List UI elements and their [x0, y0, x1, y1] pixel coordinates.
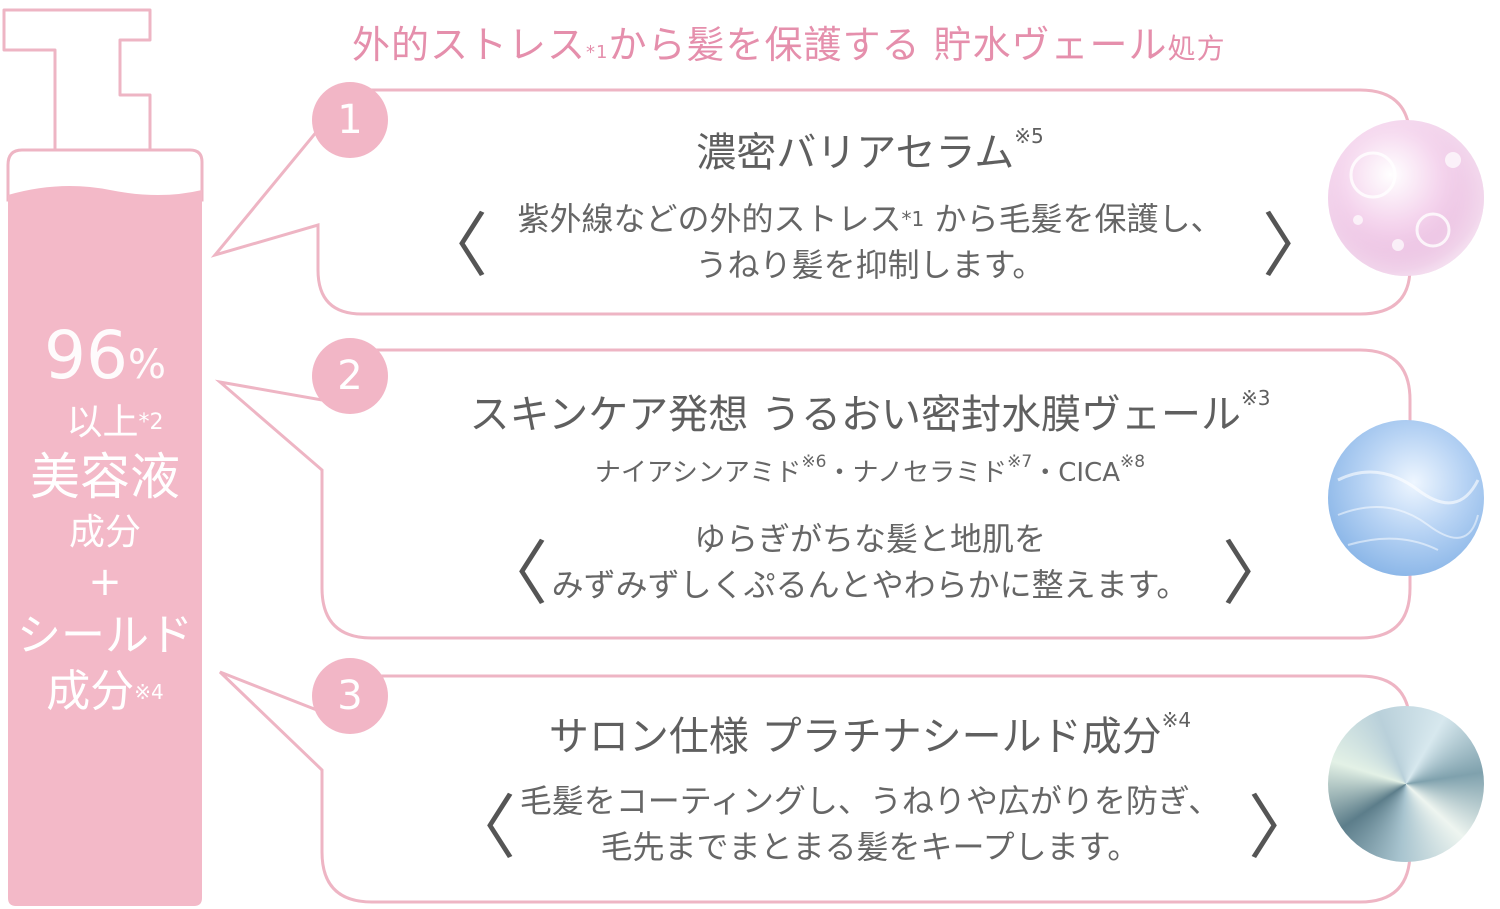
item-2-title-text: スキンケア発想 うるおい密封水膜ヴェール: [469, 392, 1242, 438]
item-2-title: スキンケア発想 うるおい密封水膜ヴェール※3: [380, 382, 1360, 440]
number-badge-1: 1: [312, 82, 388, 158]
item-1-bracket-close: 〉: [1262, 205, 1332, 287]
item-1-desc-text1: 紫外線などの外的ストレス: [517, 200, 902, 238]
item-1-desc-note: *1: [901, 207, 925, 231]
item-1-description-line2: うねり髪を抑制します。: [695, 246, 1045, 284]
bottle-line2-text: 以上: [66, 402, 139, 443]
item-3-title-note: ※4: [1161, 708, 1192, 732]
item-3-description-line2: 毛先までまとまる髪をキープします。: [600, 828, 1140, 866]
headline-part1: 外的ストレス: [352, 23, 587, 67]
bottle-line5: +: [88, 559, 122, 605]
item-1-title-note: ※5: [1014, 124, 1044, 148]
item-2-description: ゆらぎがちな髪と地肌を みずみずしくぷるんとやわらかに整えます。: [470, 516, 1270, 608]
item-1-description-line1: 紫外線などの外的ストレス*1 から毛髪を保護し、: [470, 196, 1270, 242]
item-1-title-text: 濃密バリアセラム: [696, 130, 1015, 176]
ingredient-separator: ・: [1032, 458, 1059, 488]
headline: 外的ストレス*1から髪を保護する 貯水ヴェール処方: [352, 14, 1372, 69]
number-badge-2: 2: [312, 338, 388, 414]
ingredient-cica: CICA: [1058, 458, 1120, 488]
ingredient-nanoceramide-note: ※7: [1007, 452, 1033, 472]
ingredient-nanoceramide: ナノセラミド: [852, 458, 1008, 488]
item-1-desc-text1b: から毛髪を保護し、: [924, 200, 1223, 238]
bottle-line2-note: *2: [138, 410, 164, 435]
bottle-line6: シールド: [17, 610, 193, 661]
bottle-percent: 96%: [12, 320, 198, 401]
item-3-title: サロン仕様 プラチナシールド成分※4: [420, 704, 1320, 762]
ingredient-separator: ・: [826, 458, 853, 488]
item-1-description: 紫外線などの外的ストレス*1 から毛髪を保護し、 うねり髪を抑制します。: [470, 196, 1270, 288]
item-3-bracket-open: 〈: [446, 787, 516, 869]
ingredient-niacinamide: ナイアシンアミド: [594, 458, 802, 488]
bubbles-icon: [1349, 151, 1461, 251]
headline-part2: から髪を保護する 貯水ヴェール: [608, 23, 1168, 67]
item-3-description: 毛髪をコーティングし、うねりや広がりを防ぎ、 毛先までまとまる髪をキープします。: [470, 778, 1270, 870]
headline-note1: *1: [586, 42, 609, 63]
item-3-description-line1: 毛髪をコーティングし、うねりや広がりを防ぎ、: [519, 782, 1221, 820]
item-2-bracket-close: 〉: [1222, 533, 1292, 615]
item-3-bracket-close: 〉: [1248, 787, 1318, 869]
pink-bubbles-image: [1328, 120, 1484, 276]
bottle-percent-sign: %: [127, 342, 166, 388]
item-1-title: 濃密バリアセラム※5: [420, 120, 1320, 178]
item-2-bracket-open: 〈: [478, 533, 548, 615]
headline-part3: 処方: [1167, 32, 1226, 65]
item-2-description-line1: ゆらぎがちな髪と地肌を: [693, 520, 1046, 558]
bottle-line7-text: 成分: [46, 666, 135, 717]
item-2-title-note: ※3: [1241, 386, 1271, 410]
blue-water-image: [1328, 420, 1484, 576]
number-badge-3: 3: [312, 658, 388, 734]
bottle-pump-outline: [2, 8, 152, 152]
ingredient-cica-note: ※8: [1120, 452, 1146, 472]
platinum-crystal-image: [1328, 706, 1484, 862]
ripple-icon: [1337, 470, 1480, 551]
bottle-line2: 以上*2: [12, 401, 198, 445]
item-2-ingredients: ナイアシンアミド※6・ナノセラミド※7・CICA※8: [420, 452, 1320, 489]
bottle-line3: 美容液: [30, 448, 180, 506]
bottle-line4: 成分: [68, 512, 141, 553]
item-2-description-line2: みずみずしくぷるんとやわらかに整えます。: [551, 566, 1189, 604]
item-1-bracket-open: 〈: [418, 205, 488, 287]
bottle-line7-note: ※4: [134, 680, 164, 704]
bottle-fill: [8, 186, 202, 906]
ingredient-niacinamide-note: ※6: [801, 452, 827, 472]
bottle-label: 96% 以上*2 美容液 成分 + シールド 成分※4: [12, 320, 198, 719]
item-3-title-text: サロン仕様 プラチナシールド成分: [548, 714, 1162, 760]
bottle-percent-value: 96: [44, 317, 128, 394]
bottle-line7: 成分※4: [12, 665, 198, 719]
